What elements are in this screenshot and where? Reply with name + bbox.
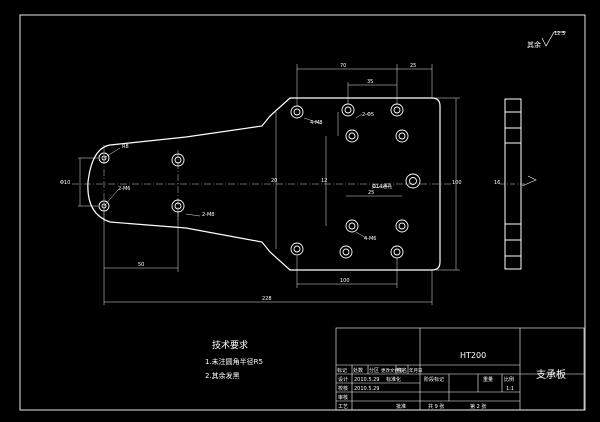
title-block: [335, 327, 585, 411]
dim-inner-12: 12: [321, 178, 327, 184]
callout-c1: 4-M8: [310, 120, 322, 126]
dim-top-70: 70: [340, 63, 346, 69]
tech-req-item: 1.未注圆角半径R5: [205, 357, 263, 366]
tech-req-title: 技术要求: [212, 339, 248, 351]
design-std: 标准化: [386, 376, 401, 383]
part-name: 支承板: [536, 368, 566, 381]
dim-inner-25: 25: [368, 190, 374, 196]
check-label: 校核: [338, 385, 348, 392]
dim-side-16: 16: [494, 180, 500, 186]
callout-c5: 4-M6: [364, 236, 376, 242]
header-cell: 年月日: [409, 367, 423, 374]
callout-c4: 2-M8: [202, 212, 214, 218]
dim-bottom-50: 50: [138, 262, 144, 268]
part-outline: [87, 97, 441, 271]
dimension-lines: [78, 64, 460, 305]
technical-requirements: 技术要求 1.未注圆角半径R5 2.其余发黑: [205, 339, 263, 380]
hole: [405, 173, 421, 189]
dim-bottom-228: 228: [262, 296, 272, 302]
callout-texts: 4-M8 2-Φ5 2-M6 2-M8 4-M6 Φ14通孔: [118, 112, 392, 242]
hole: [395, 219, 409, 233]
scale-value: 1:1: [506, 386, 514, 392]
callout-c3: 2-M6: [118, 186, 130, 192]
hole: [345, 129, 359, 143]
audit-label: 审核: [338, 394, 348, 401]
stage-label: 阶段标记: [424, 376, 444, 383]
side-roughness-icon: [521, 175, 537, 187]
header-cell: 签名: [397, 367, 407, 374]
sheet-number: 第 2 张: [470, 403, 486, 410]
check-date: 2010.5.29: [354, 386, 379, 392]
dim-phi-label: Φ10: [60, 180, 70, 186]
hole: [395, 129, 409, 143]
header-cell: 分区: [369, 367, 379, 374]
roughness-check-icon: [541, 31, 566, 47]
sheets-total: 共 9 张: [428, 403, 444, 410]
tech-req-item: 2.其余发黑: [205, 371, 240, 380]
surface-finish-value: 12.5: [554, 31, 565, 37]
scale-label: 比例: [504, 376, 514, 383]
material-label: HT200: [460, 351, 486, 360]
side-view: [500, 98, 526, 270]
design-label: 设计: [338, 376, 348, 383]
hole: [98, 152, 110, 164]
hole: [171, 153, 185, 167]
hole: [290, 242, 304, 256]
design-date: 2010.5.29: [354, 377, 379, 383]
dim-r-label: R8: [122, 144, 129, 150]
approve-label: 批准: [396, 403, 406, 410]
callout-c2: 2-Φ5: [362, 112, 374, 118]
hole: [339, 245, 353, 259]
header-cell: 标记: [337, 367, 347, 374]
header-cell: 处数: [353, 367, 363, 374]
dim-top-25: 25: [410, 63, 416, 69]
callout-c6: Φ14通孔: [372, 183, 392, 190]
hole: [345, 219, 359, 233]
title-block-texts: HT200 支承板 标记 处数 分区 更改文件号 签名 年月日 设计 2010.…: [337, 351, 566, 410]
header-cell: 更改文件号: [381, 367, 404, 374]
drawing-frame: [19, 14, 586, 411]
hole: [98, 200, 110, 212]
surface-finish-label: 其余: [527, 40, 541, 49]
dim-inner-20: 20: [271, 178, 277, 184]
dim-bottom-100: 100: [340, 278, 350, 284]
surface-finish-symbol: 其余 12.5: [527, 31, 566, 49]
dim-right-100: 100: [452, 180, 462, 186]
dim-top-35: 35: [367, 79, 373, 85]
dimension-texts: 70 25 35 50 100 228 100 20 12 25 R8 Φ10 …: [60, 63, 500, 302]
weight-label: 重量: [483, 376, 493, 383]
process-label: 工艺: [338, 404, 348, 410]
